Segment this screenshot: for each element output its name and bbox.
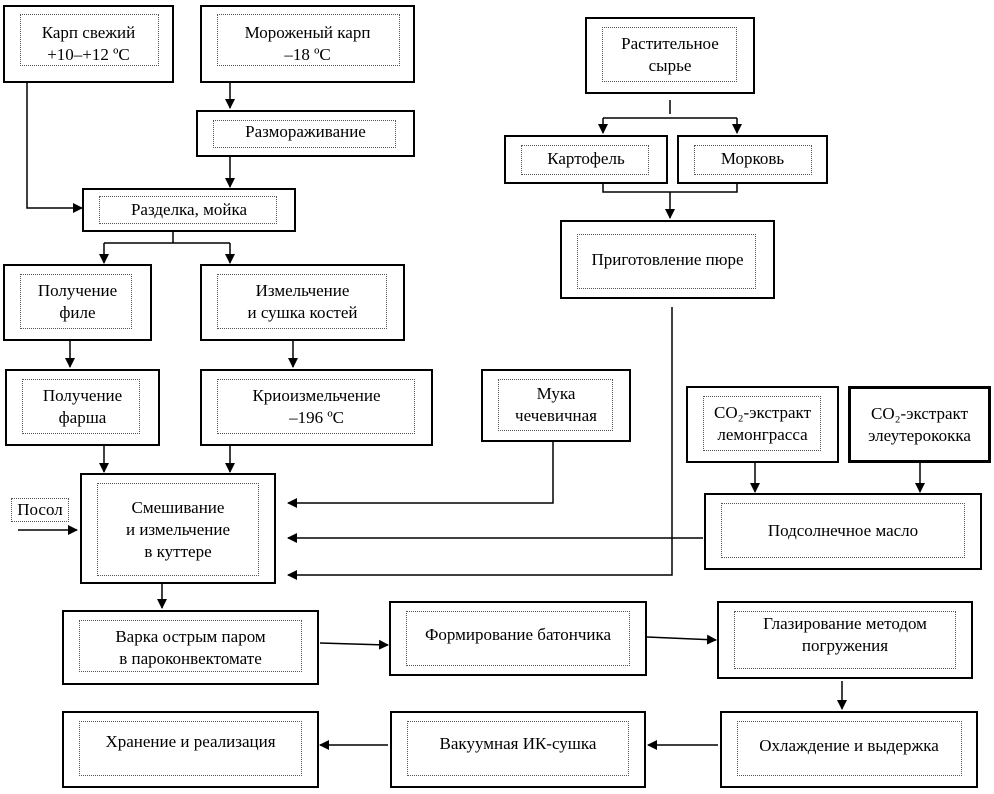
- arrow-puree-to-mixing: [287, 307, 673, 580]
- node-label: Карп свежий +10–+12 ºС: [41, 23, 136, 64]
- node-label: CO₂-экстракт элеутерококка: [868, 404, 971, 445]
- node-label: Картофель: [547, 149, 625, 168]
- node-cutting-washing: Разделка, мойка: [82, 188, 296, 232]
- node-label: Криоизмельчение –196 ºС: [252, 386, 381, 427]
- node-storage: Хранение и реализация: [62, 711, 319, 788]
- node-lentil-flour: Мука чечевичная: [481, 369, 631, 442]
- node-label: Подсолнечное масло: [767, 521, 919, 540]
- arrow-forming-to-glazing: [646, 634, 717, 645]
- node-label: Варка острым паром в пароконвектомате: [115, 627, 266, 668]
- node-steaming: Варка острым паром в пароконвектомате: [62, 610, 319, 685]
- node-fillet: Получение филе: [3, 264, 152, 341]
- node-co2-eleuthero: CO₂-экстракт элеутерококка: [848, 386, 991, 463]
- arrow-veg-merge: [602, 184, 738, 218]
- arrow-steaming-to-forming: [319, 639, 389, 650]
- node-potato: Картофель: [504, 135, 668, 184]
- node-cryo-grinding: Криоизмельчение –196 ºС: [200, 369, 433, 446]
- node-mixing: Смешивание и измельчение в куттере: [80, 473, 276, 584]
- node-label: Мороженый карп –18 ºС: [244, 23, 371, 64]
- node-label: Приготовление пюре: [591, 250, 744, 269]
- node-label: Морковь: [720, 149, 785, 168]
- node-mince: Получение фарша: [5, 369, 160, 446]
- node-label: Смешивание и измельчение в куттере: [125, 498, 230, 561]
- arrow-flour-to-mixing: [287, 441, 554, 508]
- node-thawing: Размораживание: [196, 110, 415, 157]
- node-carp-frozen: Мороженый карп –18 ºС: [200, 5, 415, 83]
- node-bar-forming: Формирование батончика: [389, 601, 647, 676]
- node-carrot: Морковь: [677, 135, 828, 184]
- node-label: Мука чечевичная: [515, 384, 597, 425]
- node-label: Глазирование методом погружения: [763, 614, 927, 655]
- node-label: Формирование батончика: [424, 625, 612, 644]
- arrow-fresh-to-cutting: [26, 82, 83, 213]
- node-label: Растительное сырье: [621, 34, 719, 75]
- arrow-cutting-split: [104, 231, 230, 244]
- node-label: CO₂-экстракт лемонграсса: [713, 403, 812, 444]
- node-sunflower-oil: Подсолнечное масло: [704, 493, 982, 570]
- node-label: Получение фарша: [42, 386, 123, 427]
- arrow-plant-split: [603, 100, 737, 119]
- node-label: Получение филе: [37, 281, 118, 322]
- node-salting: Посол: [11, 498, 69, 522]
- node-puree: Приготовление пюре: [560, 220, 775, 299]
- node-co2-lemongrass: CO₂-экстракт лемонграсса: [686, 386, 839, 463]
- node-label: Вакуумная ИК-сушка: [439, 734, 597, 753]
- node-label: Разделка, мойка: [130, 200, 248, 219]
- node-plant-raw: Растительное сырье: [585, 17, 755, 94]
- node-cooling: Охлаждение и выдержка: [720, 711, 978, 788]
- node-label: Охлаждение и выдержка: [759, 736, 939, 755]
- node-label: Размораживание: [245, 122, 366, 141]
- node-bone-grinding: Измельчение и сушка костей: [200, 264, 405, 341]
- node-label: Измельчение и сушка костей: [247, 281, 358, 322]
- node-ir-drying: Вакуумная ИК-сушка: [390, 711, 646, 788]
- node-glazing: Глазирование методом погружения: [717, 601, 973, 679]
- node-label: Хранение и реализация: [105, 732, 276, 751]
- node-carp-fresh: Карп свежий +10–+12 ºС: [3, 5, 174, 83]
